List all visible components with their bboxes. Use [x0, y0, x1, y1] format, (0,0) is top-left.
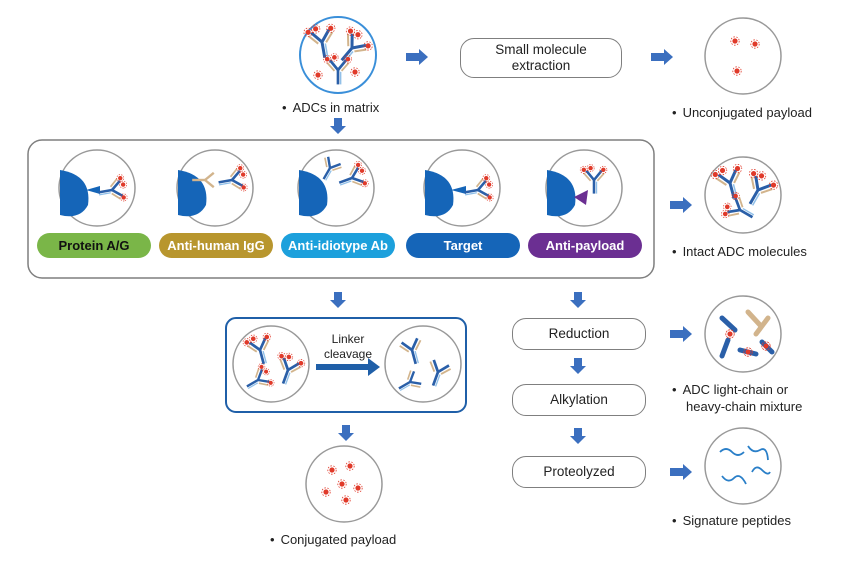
arrow-down-icon	[570, 292, 586, 308]
target-capture-icon	[423, 149, 501, 227]
unconjugated-payload-circle	[704, 17, 782, 95]
arrow-down-icon	[570, 428, 586, 444]
signature-peptides-circle	[704, 427, 782, 505]
anti-idiotype-tag: Anti-idiotype Ab	[281, 233, 395, 258]
arrow-right-icon	[670, 464, 692, 480]
cleavage-arrow-icon	[316, 358, 380, 376]
linker-line2: cleavage	[323, 347, 373, 361]
unconjugated-payload-label: •Unconjugated payload	[672, 105, 812, 120]
arrow-right-icon	[670, 197, 692, 213]
arrow-right-icon	[406, 49, 428, 65]
anti-idiotype-capture-icon	[297, 149, 375, 227]
adcs-in-matrix-text: ADCs in matrix	[292, 100, 380, 115]
arrow-down-icon	[570, 358, 586, 374]
extraction-line1: Small molecule	[495, 42, 587, 57]
adcs-in-matrix-label: •ADCs in matrix	[282, 100, 380, 115]
conjugated-payload-label: •Conjugated payload	[270, 532, 397, 547]
arrow-right-icon	[670, 326, 692, 342]
anti-payload-tag: Anti-payload	[528, 233, 642, 258]
proteolyzed-step: Proteolyzed	[512, 456, 646, 488]
intact-adc-circle	[704, 156, 782, 234]
alkylation-step: Alkylation	[512, 384, 646, 416]
naked-antibody-circle	[384, 325, 462, 403]
arrow-down-icon	[330, 292, 346, 308]
signature-peptides-label: •Signature peptides	[672, 513, 791, 528]
chain-line2: heavy-chain mixture	[686, 399, 803, 414]
intact-adc-label: •Intact ADC molecules	[672, 244, 807, 259]
intact-adc-text: Intact ADC molecules	[682, 244, 807, 259]
chain-line1: ADC light-chain or	[682, 382, 789, 397]
arrow-down-icon	[338, 425, 354, 441]
reduction-step: Reduction	[512, 318, 646, 350]
chain-mixture-icon	[719, 309, 775, 359]
linker-line1: Linker	[331, 332, 365, 346]
unconjugated-payload-text: Unconjugated payload	[682, 105, 812, 120]
protein-ag-capture-icon	[58, 149, 136, 227]
arrow-down-icon	[330, 118, 346, 134]
protein-ag-tag: Protein A/G	[37, 233, 151, 258]
signature-peptides-text: Signature peptides	[682, 513, 791, 528]
anti-payload-capture-icon	[545, 149, 623, 227]
peptide-icon	[719, 445, 771, 485]
chain-mixture-circle	[704, 295, 782, 373]
extraction-line2: extraction	[511, 58, 571, 73]
conjugated-payload-text: Conjugated payload	[280, 532, 397, 547]
target-tag: Target	[406, 233, 520, 258]
anti-human-igg-capture-icon	[176, 149, 254, 227]
arrow-right-icon	[651, 49, 673, 65]
anti-human-igg-tag: Anti-human IgG	[159, 233, 273, 258]
